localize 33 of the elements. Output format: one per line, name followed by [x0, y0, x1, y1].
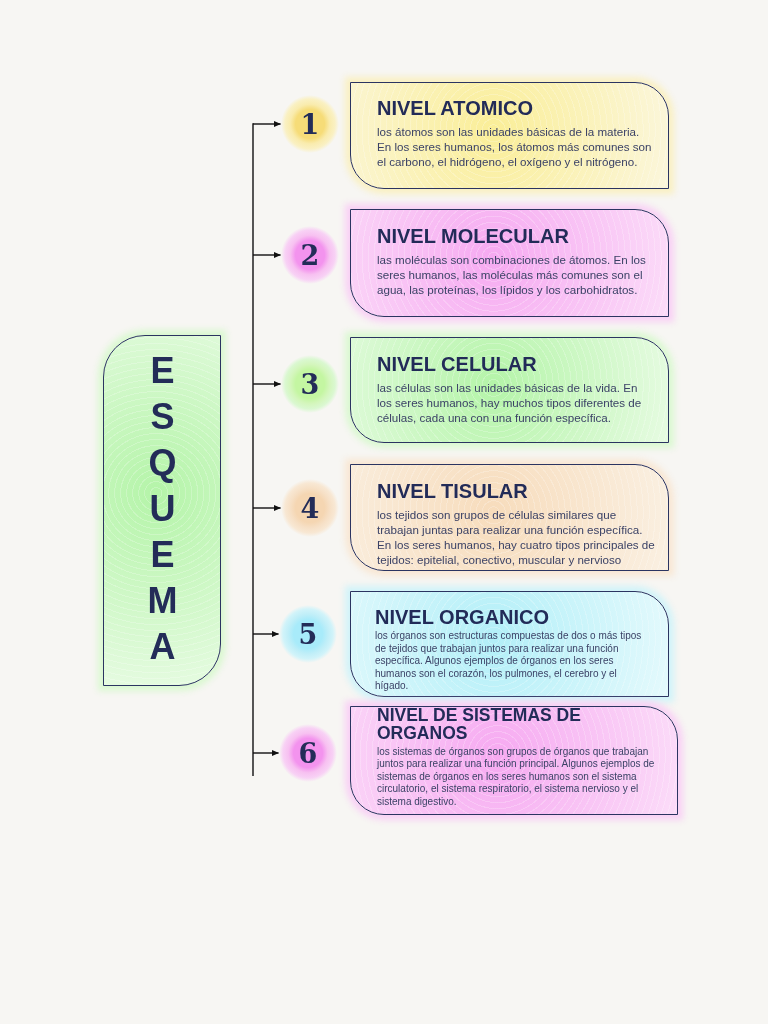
level-card: [350, 337, 669, 443]
step-number: 2: [300, 241, 320, 269]
level-heading: NIVEL MOLECULAR: [377, 225, 570, 248]
arrow: [252, 750, 280, 756]
level-card: [350, 82, 669, 189]
step-number: 5: [298, 620, 318, 648]
step-number: 1: [300, 110, 320, 138]
vertical-title: ESQUEMA: [144, 349, 180, 672]
step-number: 3: [300, 370, 320, 398]
arrow: [252, 381, 282, 387]
arrow: [252, 505, 282, 511]
level-card: [350, 209, 669, 317]
level-heading: NIVEL DE SISTEMAS DE ORGANOS: [377, 707, 582, 742]
level-heading: NIVEL ORGANICO: [375, 606, 551, 629]
level-heading: NIVEL CELULAR: [377, 353, 538, 376]
arrow: [252, 121, 282, 127]
level-description: las células son las unidades básicas de la vida. En los seres humanos, hay muchos tipos diferentes de células, cada una con una función específica.: [377, 380, 643, 425]
level-description: los órganos son estructuras compuestas de dos o más tipos de tejidos que trabajan juntos para realizar una función específica. Algunos ejemplos de órganos en los seres humanos son el corazón, los pulmones, el cerebro y el hígado.: [375, 630, 643, 693]
level-heading: NIVEL ATOMICO: [377, 97, 534, 120]
level-description: las moléculas son combinaciones de átomos. En los seres humanos, las moléculas más comunes son el agua, las proteínas, los lípidos y los carbohidratos.: [377, 252, 647, 297]
level-description: los tejidos son grupos de células similares que trabajan juntas para realizar una función específica. En los seres humanos, hay cuatro tipos principales de tejidos: epitelial, conectivo, muscular y nervioso: [377, 507, 655, 567]
level-card: [350, 591, 669, 697]
arrow: [252, 252, 282, 258]
step-number: 4: [300, 494, 320, 522]
level-card: [350, 706, 678, 815]
level-heading: NIVEL TISULAR: [377, 480, 529, 503]
level-description: los átomos son las unidades básicas de la materia. En los seres humanos, los átomos más comunes son el carbono, el hidrógeno, el oxígeno y el nitrógeno.: [377, 124, 653, 169]
step-number: 6: [298, 739, 318, 767]
title-panel: [103, 335, 221, 686]
level-card: [350, 464, 669, 571]
arrow: [252, 631, 280, 637]
level-description: los sistemas de órganos son grupos de órganos que trabajan juntos para realizar una función principal. Algunos ejemplos de sistemas de órganos en los seres humanos son el sistema circulatorio, el sistema respiratorio, el sistema nervioso y el sistema digestivo.: [377, 746, 656, 809]
connector-line: [252, 122, 254, 777]
